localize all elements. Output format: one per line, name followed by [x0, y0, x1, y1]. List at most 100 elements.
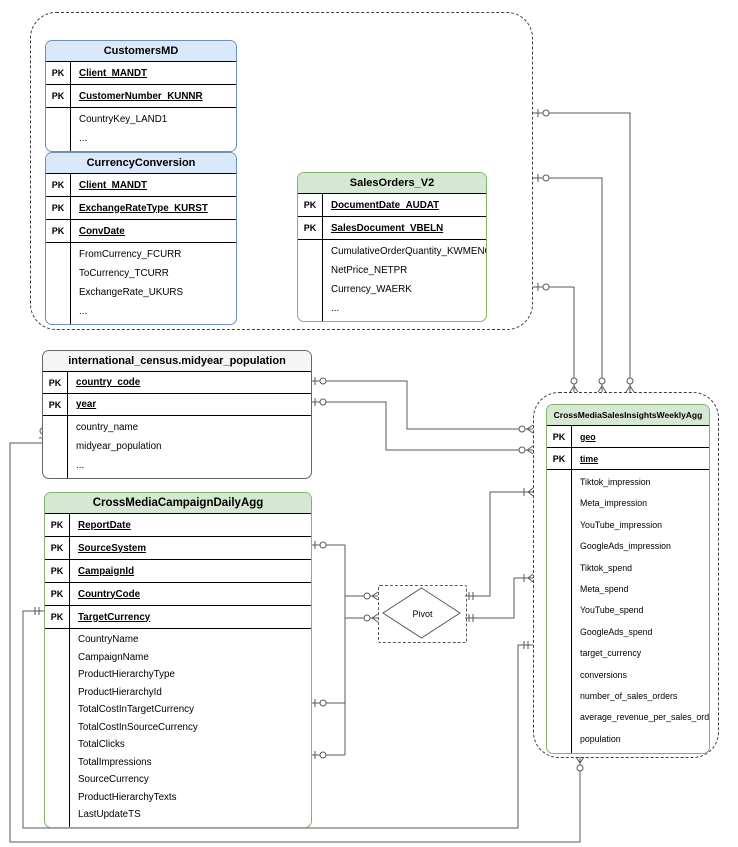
field-row: ...	[76, 460, 85, 471]
diamond-icon	[382, 587, 461, 639]
pk-gutter	[43, 416, 68, 478]
zero-circle-icon	[542, 283, 550, 291]
fields-section: CountryKey_LAND1...	[46, 108, 236, 151]
pk-badge: PK	[43, 394, 68, 415]
crowsfoot-icon	[526, 445, 534, 455]
field-row: ...	[331, 303, 340, 314]
exactly-one-ticks-icon	[34, 607, 40, 615]
pk-gutter	[46, 108, 71, 151]
crowsfoot-icon	[597, 385, 607, 393]
table-title: CurrencyConversion	[46, 153, 236, 174]
pk-field-name: time	[580, 453, 599, 464]
rel-topgroup-weekly-2	[533, 174, 607, 393]
table-title: international_census.midyear_population	[43, 351, 311, 372]
field-row: Meta_impression	[580, 498, 647, 509]
field-row: ToCurrency_TCURR	[79, 268, 169, 279]
pk-row: PK SourceSystem	[45, 537, 311, 560]
zero-circle-icon	[319, 398, 327, 406]
exactly-one-ticks-icon	[523, 641, 529, 649]
zero-circle-icon	[598, 377, 606, 385]
field-row: ProductHierarchyId	[78, 686, 162, 698]
field-row: Tiktok_spend	[580, 562, 632, 573]
crowsfoot-icon	[527, 487, 534, 497]
pk-badge: PK	[45, 537, 70, 559]
pivot-label: Pivot	[412, 609, 433, 619]
crowsfoot-icon	[371, 591, 379, 601]
pk-field-name: TargetCurrency	[78, 611, 151, 623]
field-row: TotalCostInTargetCurrency	[78, 704, 194, 715]
field-row: TotalClicks	[78, 739, 125, 750]
pk-badge: PK	[547, 426, 572, 447]
pk-badge: PK	[46, 197, 71, 219]
pk-badge: PK	[45, 606, 70, 628]
pivot-operator: Pivot	[378, 585, 467, 643]
pk-field-name: CampaignId	[78, 565, 135, 577]
zero-circle-icon	[319, 751, 327, 759]
rel-census-countrycode-weekly	[310, 377, 534, 434]
pk-gutter	[45, 629, 70, 827]
field-row: GoogleAds_spend	[580, 626, 653, 637]
pk-badge: PK	[298, 217, 323, 239]
crowsfoot-icon	[371, 613, 379, 623]
field-row: TotalImpressions	[78, 756, 152, 768]
pk-gutter	[46, 243, 71, 324]
field-row: ...	[79, 133, 88, 144]
crowsfoot-icon	[526, 424, 534, 434]
zero-circle-icon	[319, 377, 327, 385]
field-row: Tiktok_impression	[580, 477, 651, 487]
weekly-agg-group	[533, 392, 719, 758]
field-row: CountryKey_LAND1	[79, 114, 168, 125]
pk-gutter	[298, 240, 323, 321]
source-tables-group	[30, 12, 533, 330]
pk-badge: PK	[43, 372, 68, 393]
pk-gutter	[547, 470, 572, 754]
pk-field-name: ConvDate	[79, 225, 125, 237]
pk-field-name: SalesDocument_VBELN	[331, 222, 444, 234]
pk-row: PK TargetCurrency	[45, 606, 311, 629]
table-title: CrossMediaCampaignDailyAgg	[45, 493, 311, 514]
pk-badge: PK	[46, 62, 71, 84]
pk-badge: PK	[46, 220, 71, 242]
field-row: CountryName	[78, 634, 139, 645]
zero-circle-icon	[518, 446, 526, 454]
field-list: CountryKey_LAND1...	[71, 108, 236, 151]
crowsfoot-icon	[575, 756, 585, 764]
zero-circle-icon	[576, 764, 584, 772]
rel-dailyagg-targetcurrency-weekly	[22, 607, 533, 829]
zero-circle-icon	[626, 377, 634, 385]
pk-field-name: SourceSystem	[78, 542, 147, 554]
zero-circle-icon	[363, 592, 371, 600]
pk-badge: PK	[45, 560, 70, 582]
table-title: SalesOrders_V2	[298, 173, 486, 194]
table-title: CrossMediaSalesInsightsWeeklyAgg	[547, 405, 709, 426]
rel-pivot-weekly-1	[465, 487, 534, 600]
field-row: TotalCostInSourceCurrency	[78, 721, 198, 733]
field-row: midyear_population	[76, 441, 162, 452]
exactly-one-ticks-icon	[468, 614, 474, 622]
rel-census-year-weekly	[310, 398, 534, 455]
field-row: FromCurrency_FCURR	[79, 249, 182, 260]
field-row: ...	[79, 306, 88, 317]
exactly-one-ticks-icon	[468, 592, 474, 600]
zero-circle-icon	[319, 541, 327, 549]
zero-circle-icon	[542, 109, 550, 117]
field-row: GoogleAds_impression	[580, 541, 671, 552]
pk-badge: PK	[46, 85, 71, 107]
